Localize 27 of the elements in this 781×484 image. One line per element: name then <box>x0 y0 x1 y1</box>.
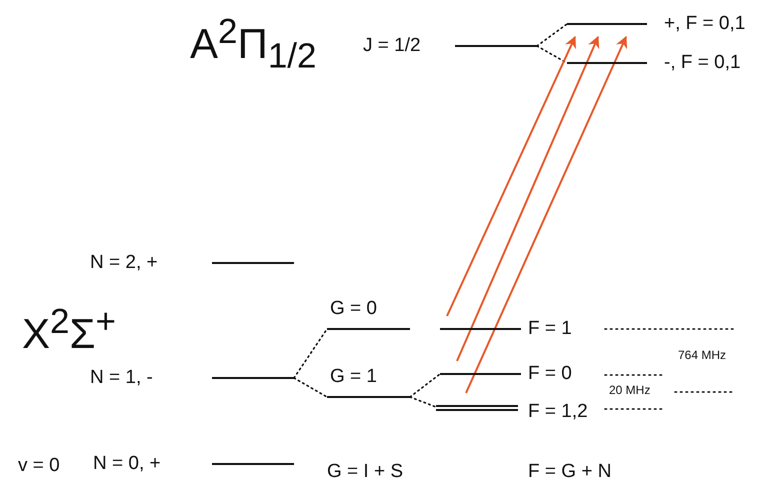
dotted-connector <box>409 396 437 408</box>
transition-arrow <box>446 36 576 316</box>
level-label: G = 1 <box>330 366 377 388</box>
level-label: -, F = 0,1 <box>664 52 741 74</box>
state-label: X$^{2}$Σ$^{+}$ <box>22 302 116 358</box>
level-label: J = 1/2 <box>363 35 421 57</box>
level-label: N = 2, + <box>90 252 158 274</box>
dotted-connector <box>293 328 328 379</box>
dotted-connector <box>536 23 568 47</box>
frequency-label: 20 MHz <box>609 384 650 398</box>
dotted-connector <box>536 45 568 64</box>
transition-arrow <box>456 36 600 362</box>
formula-label: G = I + S <box>327 461 404 483</box>
level-label: N = 0, + <box>93 453 161 475</box>
state-label: A$^{2}$Π$_{1/2}$ <box>190 12 316 77</box>
vibrational-label: v = 0 <box>18 455 60 477</box>
level-label: F = 1,2 <box>528 401 588 423</box>
level-label: F = 0 <box>528 363 572 385</box>
transition-arrow <box>465 36 628 394</box>
level-label: G = 0 <box>330 298 377 320</box>
level-label: +, F = 0,1 <box>664 13 746 35</box>
formula-label: F = G + N <box>528 461 612 483</box>
frequency-label: 764 MHz <box>678 349 726 363</box>
dotted-connector <box>293 377 328 398</box>
level-label: N = 1, - <box>90 367 153 389</box>
level-label: F = 1 <box>528 318 572 340</box>
dotted-connector <box>409 373 441 398</box>
